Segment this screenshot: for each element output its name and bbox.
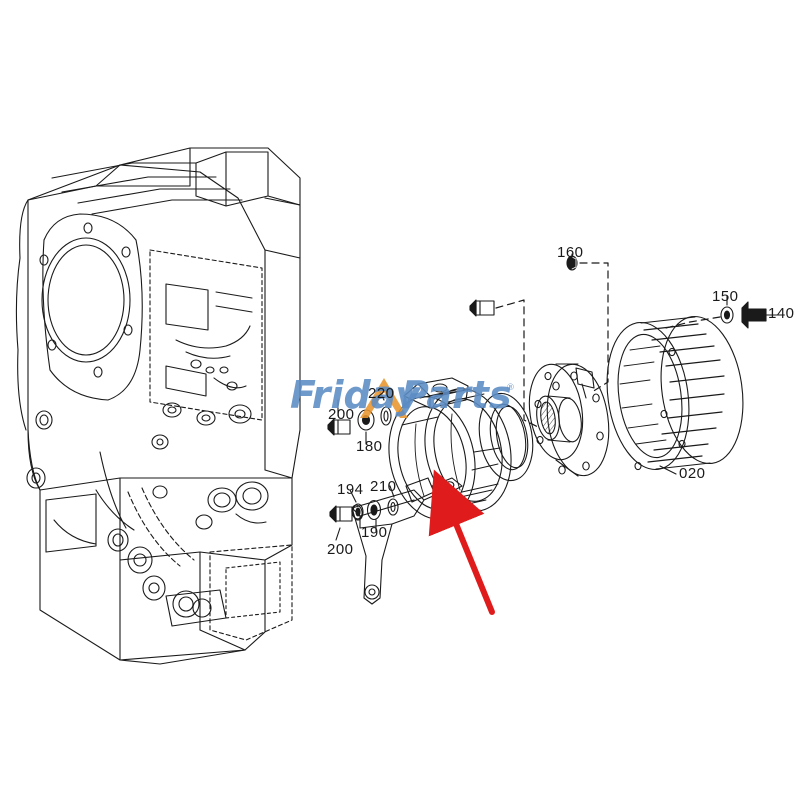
callout-140: 140 (768, 305, 795, 322)
fastener-bolt-140 (741, 301, 767, 329)
fastener-bolt-200-upper (327, 418, 351, 436)
callout-210: 210 (370, 478, 397, 495)
fastener-ring-small-upper (380, 406, 392, 426)
wheel-hub-flange (528, 363, 610, 477)
fastener-spacer-210 (387, 498, 399, 516)
seal-ring (478, 392, 534, 482)
callout-020: 020 (679, 465, 706, 482)
red-pointer-arrow (428, 469, 495, 615)
callout-160: 160 (557, 244, 584, 261)
assembly-dashed-lines (495, 262, 721, 429)
fastener-washer-150 (720, 306, 734, 324)
callout-180: 180 (356, 438, 383, 455)
callout-200-upper: 200 (328, 406, 355, 423)
fastener-nut-160 (566, 255, 578, 271)
fastener-bolt-200-lower (329, 505, 353, 523)
fastener-washer-190 (366, 499, 382, 521)
brake-drum (606, 315, 744, 471)
transmission-housing (15, 147, 301, 665)
fastener-washer-180 (357, 409, 375, 431)
callout-194: 194 (337, 481, 364, 498)
fastener-bolt-center (469, 299, 495, 317)
callout-150: 150 (712, 288, 739, 305)
callout-220: 220 (368, 385, 395, 402)
callout-190: 190 (361, 524, 388, 541)
callout-200-lower: 200 (327, 541, 354, 558)
brake-band-assembly (351, 377, 512, 605)
fastener-lockwasher-194 (352, 503, 364, 521)
